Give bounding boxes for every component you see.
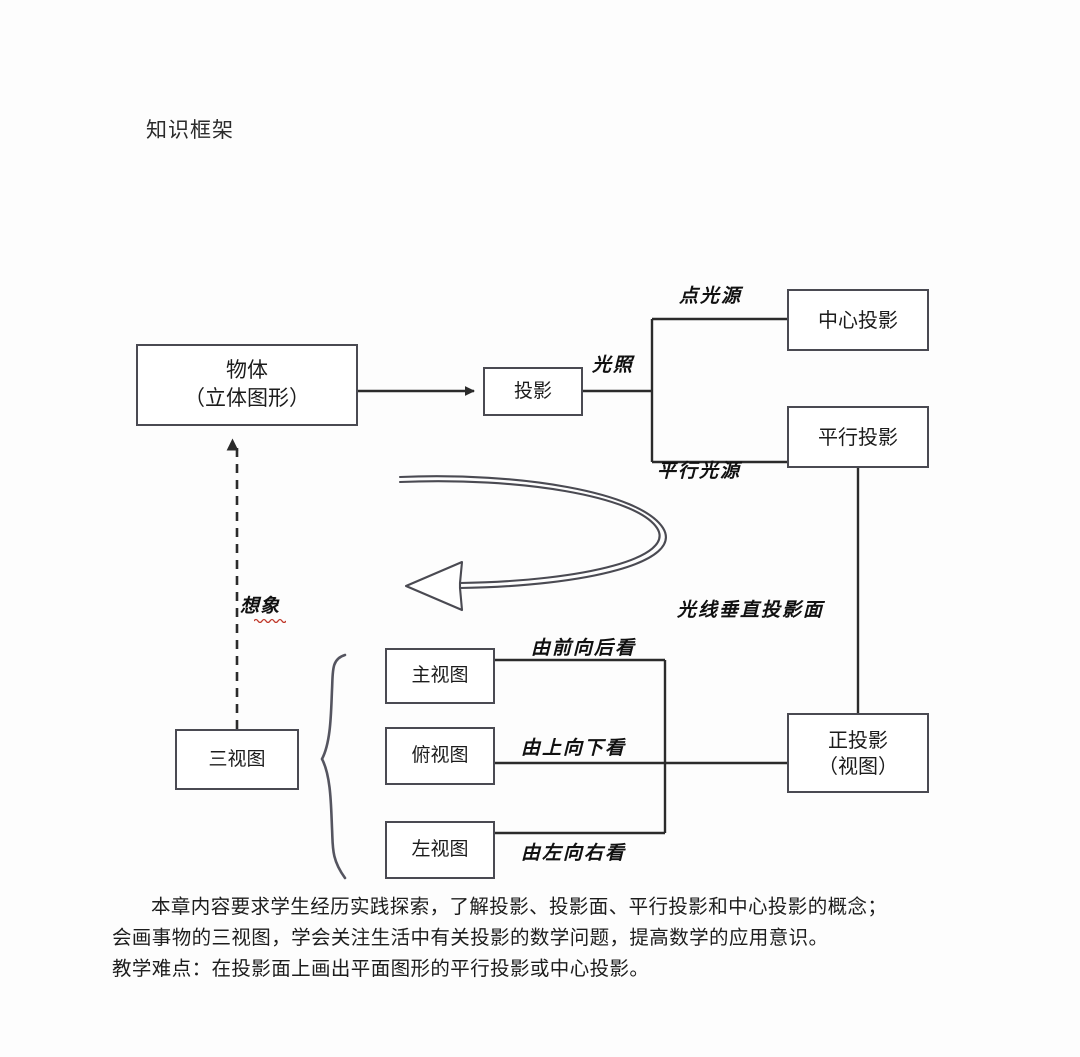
curved-uturn-arrow xyxy=(398,475,667,612)
footer-line-2: 会画事物的三视图，学会关注生活中有关投影的数学问题，提高数学的应用意识。 xyxy=(112,926,829,949)
node-top-view-line1: 俯视图 xyxy=(411,744,469,767)
edge-projection-to-split xyxy=(583,317,787,464)
node-front-view[interactable]: 主视图 xyxy=(385,648,495,704)
edge-label-illumination: 光照 xyxy=(592,354,635,376)
edge-label-point-source: 点光源 xyxy=(679,285,743,307)
edge-label-left-to-right: 由左向右看 xyxy=(521,842,627,864)
edge-label-parallel-source: 平行光源 xyxy=(657,460,742,482)
brace-three-views xyxy=(320,653,347,880)
edge-label-imagine: 想象 xyxy=(240,591,286,623)
node-object[interactable]: 物体 （立体图形） xyxy=(136,344,358,426)
footer-paragraph-block: 本章内容要求学生经历实践探索，了解投影、投影面、平行投影和中心投影的概念； 会画… xyxy=(112,891,992,984)
node-front-view-line1: 主视图 xyxy=(411,664,469,687)
node-top-view[interactable]: 俯视图 xyxy=(385,727,495,785)
footer-line-1: 本章内容要求学生经历实践探索，了解投影、投影面、平行投影和中心投影的概念； xyxy=(151,895,888,918)
page-title: 知识框架 xyxy=(146,118,234,142)
node-object-line1: 物体 xyxy=(226,358,268,383)
node-projection[interactable]: 投影 xyxy=(483,367,583,416)
node-three-views-line1: 三视图 xyxy=(208,747,266,770)
node-left-view-line1: 左视图 xyxy=(411,838,469,861)
node-object-line2: （立体图形） xyxy=(184,386,310,410)
node-parallel-projection[interactable]: 平行投影 xyxy=(787,406,929,468)
node-orthographic-line1: 正投影 xyxy=(828,727,888,752)
node-orthographic-projection[interactable]: 正投影 （视图） xyxy=(787,713,929,793)
node-central-projection-line1: 中心投影 xyxy=(818,307,898,332)
node-central-projection[interactable]: 中心投影 xyxy=(787,289,929,351)
edge-label-imagine-text: 想象 xyxy=(240,595,281,617)
node-left-view[interactable]: 左视图 xyxy=(385,821,495,879)
node-orthographic-line2: （视图） xyxy=(818,754,898,778)
spellcheck-squiggle-icon xyxy=(254,618,286,623)
edge-label-rays-perpendicular: 光线垂直投影面 xyxy=(677,599,825,621)
edge-label-top-to-down: 由上向下看 xyxy=(521,737,627,759)
node-three-views[interactable]: 三视图 xyxy=(175,729,299,790)
footer-line-3: 教学难点：在投影面上画出平面图形的平行投影或中心投影。 xyxy=(112,957,650,980)
edge-label-front-to-back: 由前向后看 xyxy=(531,637,637,659)
node-projection-line1: 投影 xyxy=(513,379,552,402)
node-parallel-projection-line1: 平行投影 xyxy=(818,424,898,449)
